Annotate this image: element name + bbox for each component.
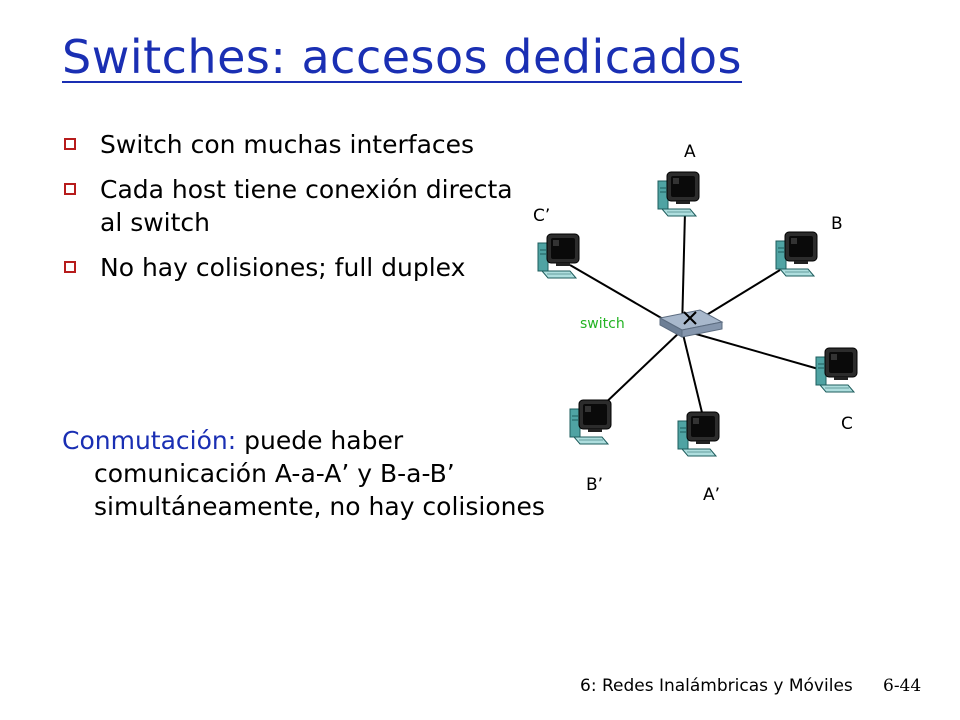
bullet-list: Switch con muchas interfaces Cada host t… <box>62 128 517 296</box>
square-bullet-icon <box>64 261 76 273</box>
host-label-a: A <box>684 142 696 162</box>
switch-label: switch <box>580 316 625 332</box>
square-bullet-icon <box>64 183 76 195</box>
host-b-computer-icon <box>775 231 818 277</box>
host-label-a-prime: A’ <box>703 485 720 505</box>
host-c-computer-icon <box>815 347 858 393</box>
page-number: 6-44 <box>883 676 922 696</box>
host-b-prime-computer-icon <box>569 399 612 445</box>
bullet-item: Switch con muchas interfaces <box>62 128 517 161</box>
paragraph-text: puede haber comunicación A-a-A’ y B-a-B’… <box>94 426 545 521</box>
host-label-c-prime: C’ <box>533 206 550 226</box>
host-label-c: C <box>841 414 853 434</box>
host-a-computer-icon <box>657 171 700 217</box>
bullet-text: Cada host tiene conexión directa al swit… <box>100 175 513 237</box>
host-label-b: B <box>831 214 843 234</box>
paragraph-lead: Conmutación: <box>62 426 237 455</box>
footer-text: 6: Redes Inalámbricas y Móviles <box>580 676 853 696</box>
square-bullet-icon <box>64 138 76 150</box>
host-c-prime-computer-icon <box>537 233 580 279</box>
slide-title: Switches: accesos dedicados <box>62 30 743 84</box>
bullet-item: No hay colisiones; full duplex <box>62 251 517 284</box>
bullet-text: No hay colisiones; full duplex <box>100 253 466 282</box>
switching-paragraph: Conmutación: puede haber comunicación A-… <box>62 424 549 523</box>
bullet-item: Cada host tiene conexión directa al swit… <box>62 173 517 239</box>
bullet-text: Switch con muchas interfaces <box>100 130 475 159</box>
host-a-prime-computer-icon <box>677 411 720 457</box>
switch-device <box>658 309 724 338</box>
switch-cross-icon <box>683 311 697 325</box>
host-label-b-prime: B’ <box>586 475 603 495</box>
